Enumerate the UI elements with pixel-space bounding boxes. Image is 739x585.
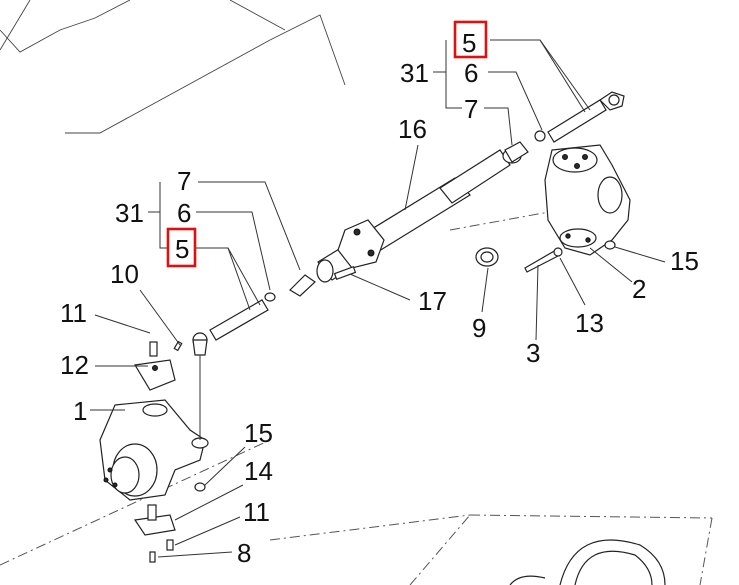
callout-3: 3 [526, 338, 540, 368]
left-steering-knuckle [99, 340, 209, 563]
callout-top-7: 7 [464, 94, 478, 124]
callouts: 5 31 6 7 16 15 2 13 3 9 17 7 31 6 5 10 1… [60, 28, 699, 568]
left-tie-rod [192, 274, 316, 356]
background-framing [0, 0, 713, 585]
right-tie-rod [502, 91, 625, 164]
callout-17: 17 [418, 286, 447, 316]
callout-14: 14 [244, 456, 273, 486]
callout-11-upper: 11 [60, 298, 87, 328]
leader-lines [90, 39, 666, 558]
callout-15-lower: 15 [244, 418, 273, 448]
callout-1: 1 [73, 396, 87, 426]
seal-ring-inner [480, 251, 494, 263]
callout-left-7: 7 [177, 166, 191, 196]
callout-13: 13 [575, 308, 604, 338]
callout-highlights [166, 20, 488, 268]
callout-2: 2 [632, 274, 646, 304]
steering-cylinder [316, 149, 511, 283]
callout-10: 10 [110, 259, 139, 289]
callout-12: 12 [60, 350, 89, 380]
callout-top-5: 5 [462, 28, 476, 58]
callout-8: 8 [237, 538, 251, 568]
callout-15-right: 15 [670, 246, 699, 276]
callout-16: 16 [398, 114, 427, 144]
highlight-box-top-5 [453, 20, 488, 59]
callout-9: 9 [472, 313, 486, 343]
highlight-box-left-5 [166, 227, 197, 268]
callout-left-5: 5 [175, 234, 189, 264]
wheel-ring [509, 539, 666, 585]
callout-top-6: 6 [464, 58, 478, 88]
right-steering-knuckle [524, 144, 631, 273]
callout-top-31: 31 [400, 58, 429, 88]
callout-11-lower: 11 [243, 497, 270, 527]
callout-left-31: 31 [115, 198, 144, 228]
callout-left-6: 6 [177, 198, 191, 228]
